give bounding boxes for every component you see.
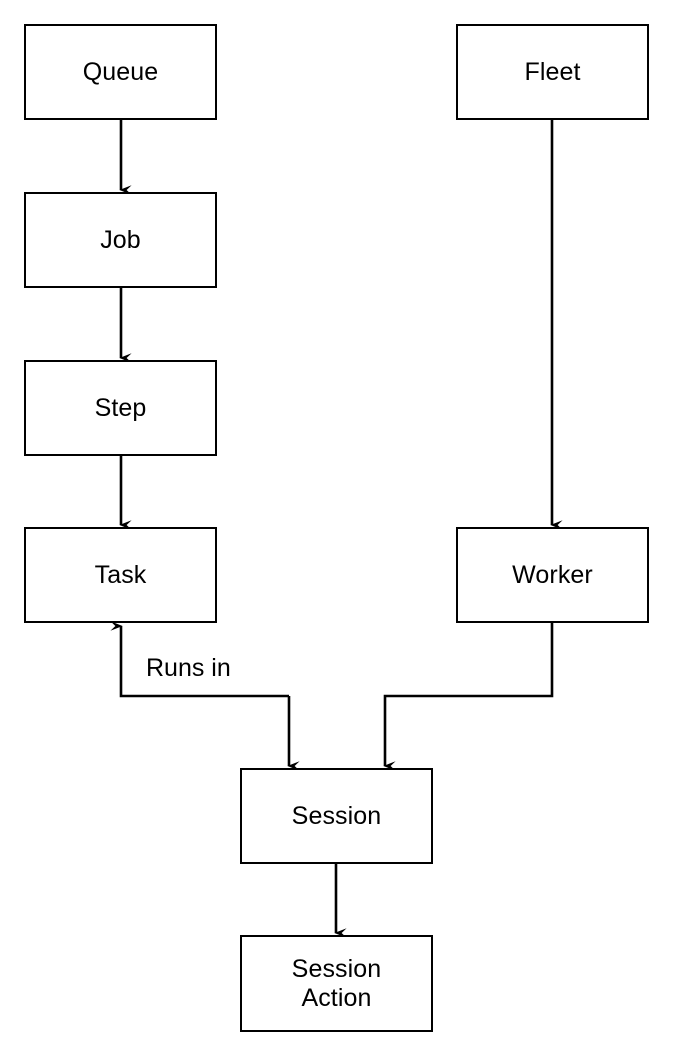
node-fleet-label: Fleet — [524, 57, 581, 86]
edge-worker-to-session — [383, 623, 554, 771]
node-queue-label: Queue — [82, 57, 159, 86]
node-step[interactable]: Step — [24, 360, 217, 456]
node-job[interactable]: Job — [24, 192, 217, 288]
node-task-label: Task — [94, 560, 147, 589]
node-session[interactable]: Session — [240, 768, 433, 864]
node-task[interactable]: Task — [24, 527, 217, 623]
node-step-label: Step — [94, 393, 147, 422]
node-worker-label: Worker — [512, 560, 593, 589]
edge-label-runs-in: Runs in — [146, 654, 231, 682]
edge-session-to-task — [110, 621, 289, 698]
node-queue[interactable]: Queue — [24, 24, 217, 120]
node-fleet[interactable]: Fleet — [456, 24, 649, 120]
node-session-action-label: Session Action — [291, 954, 382, 1012]
node-worker[interactable]: Worker — [456, 527, 649, 623]
node-session-action[interactable]: Session Action — [240, 935, 433, 1032]
node-session-label: Session — [291, 801, 382, 830]
node-job-label: Job — [100, 225, 141, 254]
